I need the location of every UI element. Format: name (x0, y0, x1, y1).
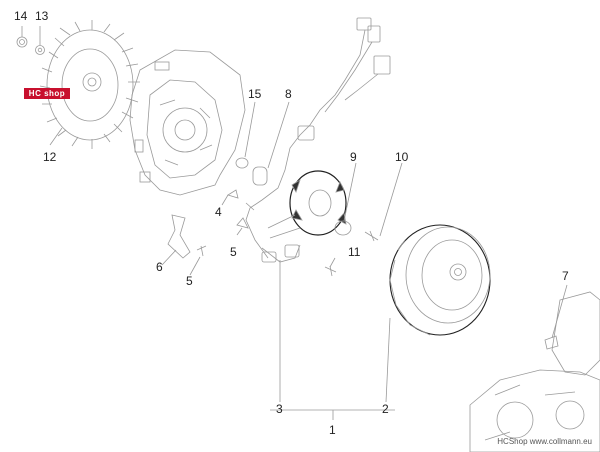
callout-9: 9 (350, 150, 357, 164)
washer-9 (334, 220, 352, 236)
screw-11 (324, 265, 337, 277)
leader-lines (21, 26, 568, 420)
screw-4 (245, 202, 255, 211)
wire-harness (245, 17, 391, 259)
engine-casing (129, 49, 246, 196)
callout-11: 11 (348, 245, 361, 259)
bracket-6 (167, 214, 191, 259)
callout-13: 13 (35, 9, 49, 23)
washer-15 (235, 157, 249, 169)
callout-14: 14 (14, 9, 28, 23)
bushing-8 (252, 166, 268, 186)
clip-4 (227, 189, 239, 199)
screw-10 (364, 230, 379, 242)
key-7 (544, 335, 559, 350)
callout-12: 12 (43, 150, 57, 164)
callout-3: 3 (276, 402, 283, 416)
callout-15: 15 (248, 87, 262, 101)
screw-5b (196, 245, 207, 257)
callout-5-upper: 5 (230, 245, 237, 259)
stator-3 (261, 170, 347, 263)
callout-6: 6 (156, 260, 163, 274)
callout-2: 2 (382, 402, 389, 416)
callout-8: 8 (285, 87, 292, 101)
engine-block (469, 291, 600, 452)
callout-5-lower: 5 (186, 274, 193, 288)
callout-1: 1 (329, 423, 336, 437)
washer-13 (35, 45, 45, 55)
hc-shop-badge: HC shop (24, 88, 70, 99)
nut-14 (16, 36, 28, 48)
callout-4: 4 (215, 205, 222, 219)
screw-5a (236, 217, 249, 229)
callout-7: 7 (562, 269, 569, 283)
cooling-fan-12 (39, 20, 140, 149)
callout-10: 10 (395, 150, 409, 164)
flywheel-2 (389, 224, 491, 336)
footer-credit: HCShop www.collmann.eu (497, 437, 592, 446)
